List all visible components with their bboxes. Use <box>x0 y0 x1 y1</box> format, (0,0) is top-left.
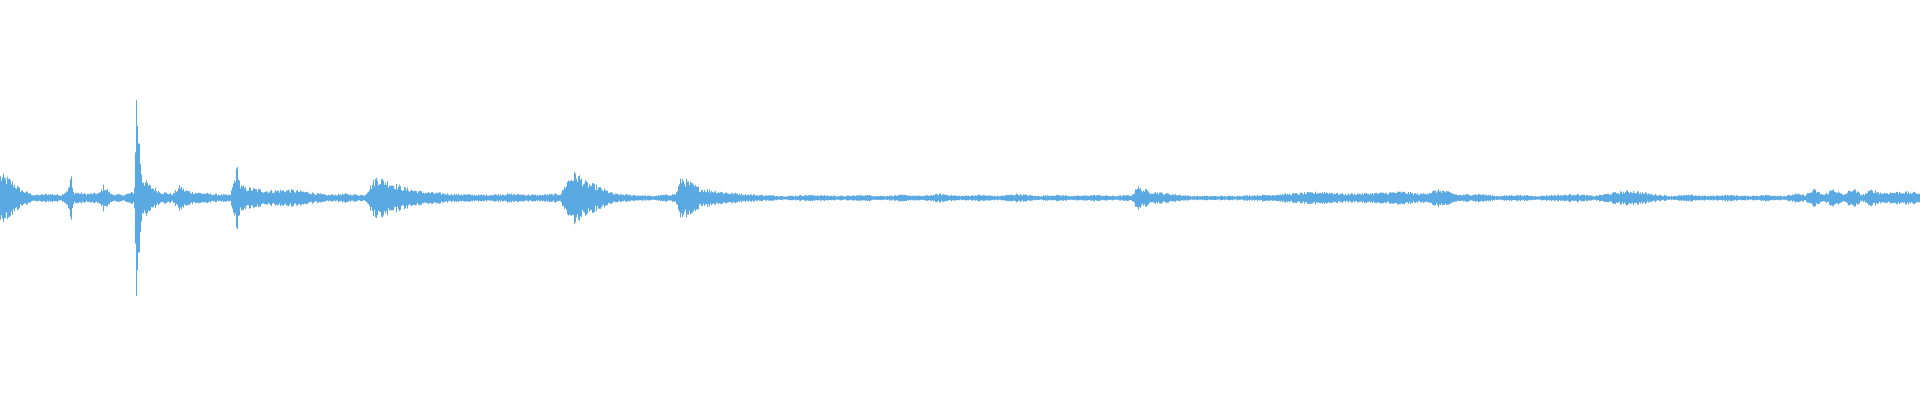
waveform-trace <box>0 100 1920 296</box>
